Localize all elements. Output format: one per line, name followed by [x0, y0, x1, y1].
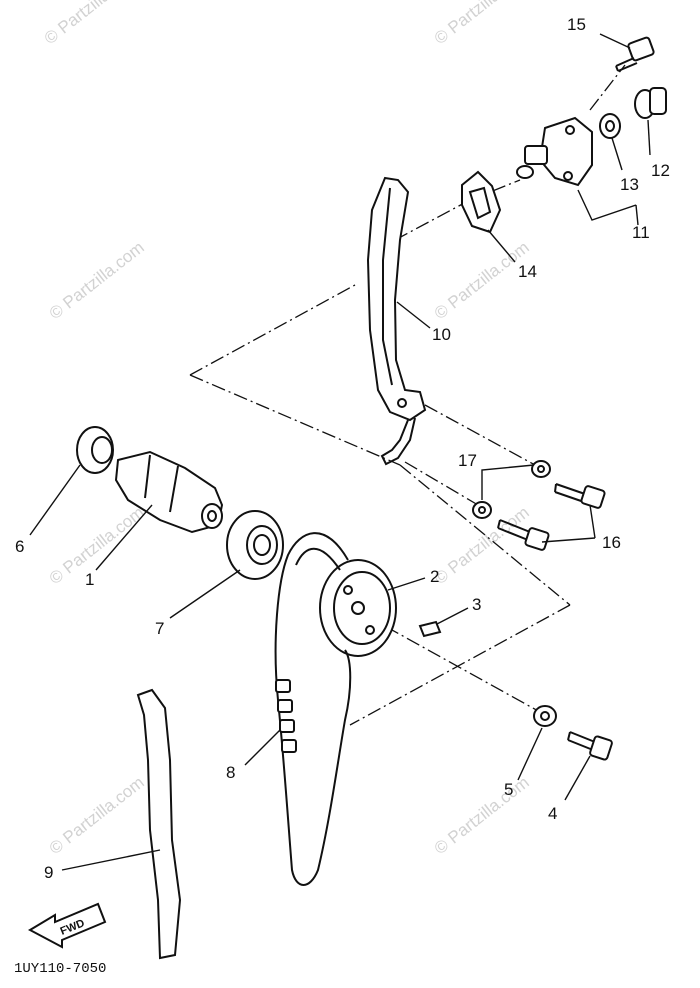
part-14-gasket: [461, 170, 502, 234]
leader-16a: [589, 504, 596, 539]
part-11-tensioner: [516, 116, 593, 187]
callout-11: 11: [632, 223, 650, 242]
callout-10: 10: [432, 325, 451, 344]
callout-8: 8: [226, 763, 235, 782]
part-13-washer: [599, 113, 621, 139]
leader-4: [564, 755, 591, 801]
leader-2: [387, 577, 426, 591]
outline-line: [404, 461, 479, 506]
callout-1: 1: [85, 570, 94, 589]
callout-12: 12: [651, 161, 670, 180]
leader-11: [577, 189, 637, 221]
callout-5: 5: [504, 780, 513, 799]
part-16-bolts: [497, 483, 606, 551]
outline-line: [399, 464, 571, 606]
part-10-tensioner-guide: [366, 176, 427, 466]
callout-17: 17: [458, 451, 477, 470]
leader-12: [647, 119, 651, 156]
watermark: © Partzilla.com: [46, 773, 148, 859]
callout-7: 7: [155, 619, 164, 638]
leader-3: [436, 607, 469, 625]
callout-14: 14: [518, 262, 537, 281]
leader-1: [95, 504, 153, 571]
callout-4: 4: [548, 804, 557, 823]
leader-5: [517, 727, 543, 781]
callout-9: 9: [44, 863, 53, 882]
outline-line: [394, 199, 471, 241]
part-1-camshaft: [114, 450, 224, 534]
part-12-cap-bolt: [634, 87, 667, 119]
callout-13: 13: [620, 175, 639, 194]
assembly-outline: [189, 64, 626, 726]
outline-line: [424, 404, 536, 466]
part-17-washers: [472, 460, 551, 519]
watermark: © Partzilla.com: [46, 503, 148, 589]
leader-17: [481, 464, 535, 500]
watermark: © Partzilla.com: [46, 238, 148, 324]
leader-14: [487, 229, 516, 263]
callout-3: 3: [472, 595, 481, 614]
part-7-bearing: [226, 510, 284, 580]
fwd-arrow-icon: FWD: [27, 902, 107, 949]
watermark: © Partzilla.com: [41, 0, 143, 48]
part-8-cam-chain: [274, 532, 352, 886]
callout-15: 15: [567, 15, 586, 34]
part-5-washer: [533, 705, 557, 727]
watermark: © Partzilla.com: [431, 773, 533, 859]
outline-line: [589, 64, 626, 111]
leader-6: [29, 464, 81, 536]
leader-9: [61, 849, 161, 871]
part-4-bolt: [567, 731, 613, 761]
leader-11b: [635, 204, 639, 226]
part-6-bearing: [76, 426, 114, 474]
part-2-cam-sprocket: [319, 559, 397, 657]
part-15-bolt: [615, 36, 655, 72]
callout-6: 6: [15, 537, 24, 556]
outline-line: [189, 374, 401, 466]
part-9-chain-guide: [136, 688, 182, 960]
leader-15: [599, 33, 631, 49]
outline-line: [349, 604, 571, 726]
watermark: © Partzilla.com: [431, 0, 533, 48]
callout-16: 16: [602, 533, 621, 552]
outline-line: [189, 284, 356, 376]
outline-line: [364, 614, 541, 713]
leader-8: [244, 729, 281, 766]
leader-10: [396, 301, 431, 329]
leader-lines: [29, 33, 651, 871]
part-3-dowel-pin: [418, 620, 442, 638]
leader-7: [169, 569, 241, 619]
leader-13: [611, 137, 623, 171]
diagram-code: 1UY110-7050: [14, 961, 106, 977]
leader-16b: [541, 537, 596, 543]
callout-2: 2: [430, 567, 439, 586]
callouts: 15 12 13 11 14 10 17 16 6 1 7 2 3 5 4 8 …: [15, 15, 670, 882]
